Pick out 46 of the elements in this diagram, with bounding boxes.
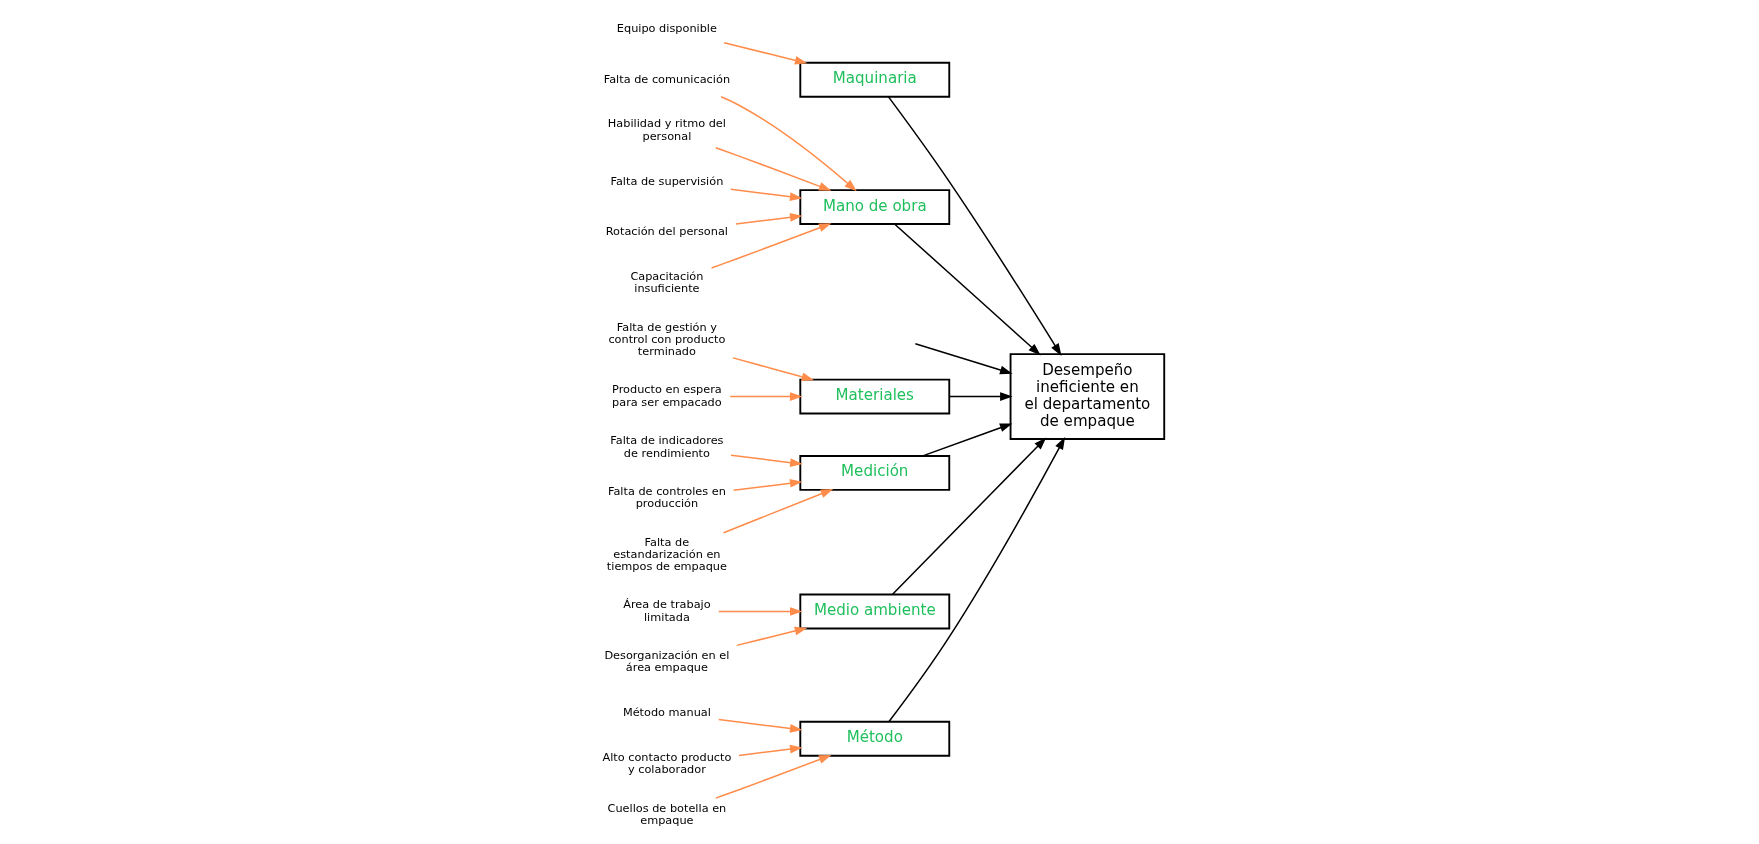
node-box: Materiales [799,378,951,415]
node-text: Falta de estandarización en tiempos de empaque [606,535,727,574]
node-text: Habilidad y ritmo del personal [607,117,726,143]
arrow [894,223,1041,356]
node-box: Método [799,720,951,757]
arrow [732,357,815,382]
arrow [887,96,1062,356]
arrow [730,454,803,467]
node-text: Desorganización en el área empaque [604,649,730,675]
arrow [948,392,1013,401]
arrow [888,437,1066,723]
arrow [922,423,1013,457]
node-text: Falta de supervisión [610,174,724,188]
arrow [718,607,803,616]
arrow [735,213,803,225]
arrow [732,478,803,491]
arrow [722,489,834,534]
arrow [715,146,832,191]
arrow [730,188,803,201]
node-box: Medio ambiente [799,593,951,630]
node-text: Área de trabajo limitada [623,598,711,624]
arrow [914,342,1013,375]
node-box: Desempeño ineficiente en el departamento de empaque [1009,353,1166,440]
node-text: Equipo disponible [616,21,717,35]
node-text: Cuellos de botella en empaque [607,801,727,828]
arrow [729,392,803,401]
arrow [738,744,803,757]
node-text: Capacitación insuficiente [630,270,704,296]
arrow [710,223,832,269]
node-box: Medición [799,455,951,491]
arrow [735,626,808,647]
arrow [723,42,808,65]
arrow [718,718,803,733]
node-text: Falta de indicadores de rendimiento [610,434,724,460]
arrow [891,437,1047,596]
arrow [715,755,832,799]
node-text: Falta de controles en producción [607,485,726,511]
node-text: Producto en espera para ser empacado [612,383,722,409]
node-text: Falta de gestión y control con producto terminado [608,320,726,359]
arrow [720,96,857,192]
node-box: Mano de obra [799,189,951,225]
node-box: Maquinaria [799,61,951,98]
node-text: Rotación del personal [605,225,729,239]
node-text: Alto contacto producto y colaborador [602,751,732,777]
node-text: Método manual [622,706,711,720]
node-text: Falta de comunicación [603,72,731,86]
